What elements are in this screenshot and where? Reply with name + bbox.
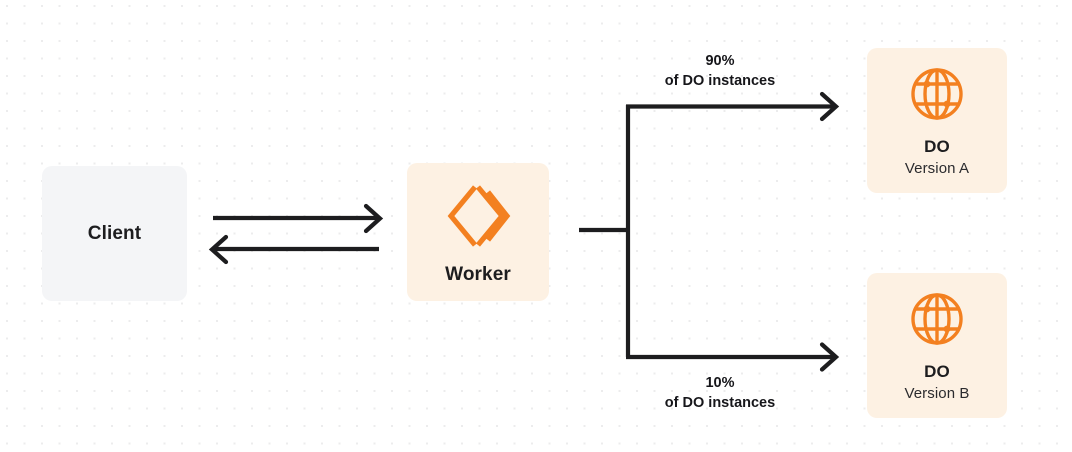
node-do-a-label: DO [924,136,950,156]
node-worker-label: Worker [445,264,511,285]
edge-client-to-worker [213,203,384,234]
globe-icon [908,290,966,348]
node-client-label: Client [87,222,142,244]
edge-label-do-b-percent: 10% [705,375,735,391]
edge-label-do-a: 90% of DO instances [612,52,828,91]
edge-worker-to-do-a [626,91,840,122]
node-do-version-b: DO Version B [867,273,1007,418]
edge-label-do-b-caption: of DO instances [664,394,776,411]
edge-worker-to-do-b [626,342,840,372]
node-do-version-a: DO Version A [867,48,1007,193]
edge-label-do-a-percent: 90% [705,53,735,69]
node-do-b-sublabel: Version B [904,384,970,402]
globe-icon [908,65,966,123]
node-worker: Worker [407,163,549,301]
edge-worker-to-client [208,234,379,265]
node-client: Client [42,166,187,301]
edge-label-do-a-caption: of DO instances [664,72,776,89]
node-do-b-label: DO [924,361,950,381]
node-do-a-sublabel: Version A [904,159,970,177]
cloudflare-workers-icon [445,182,511,250]
edge-label-do-b: 10% of DO instances [612,374,828,413]
